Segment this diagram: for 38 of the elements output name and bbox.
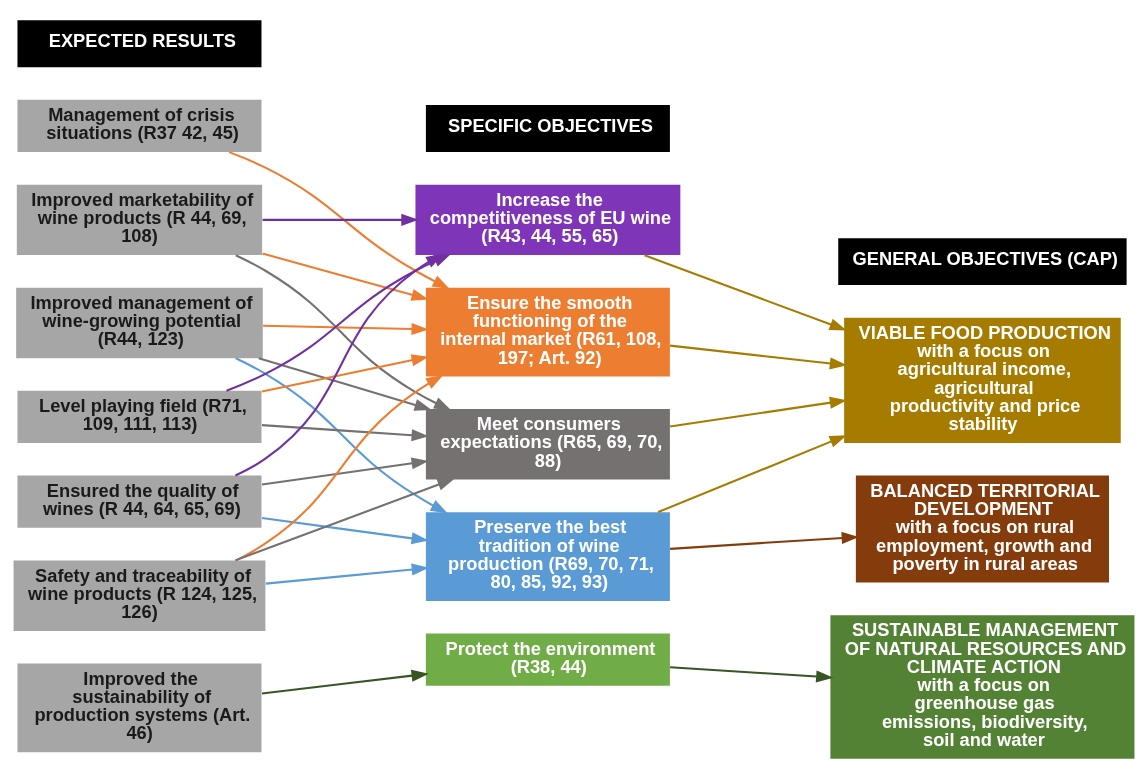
node-box: SUSTAINABLE MANAGEMENT OF NATURAL RESOURCES AND CLIMATE ACTION with a focus on greenhouse gas emissions, biodiversity, soil and water xyxy=(830,614,1135,759)
arrow xyxy=(235,374,444,561)
node-box: Protect the environment (R38, 44) xyxy=(425,633,670,686)
node-box: SPECIFIC OBJECTIVES xyxy=(425,104,670,152)
node-box: Improved management of wine-growing potential (R44, 123) xyxy=(16,287,263,358)
arrow xyxy=(261,423,429,441)
node-box: Safety and traceability of wine products (R 124, 125, 126) xyxy=(13,559,266,631)
arrow xyxy=(670,665,834,683)
arrow xyxy=(669,396,847,427)
arrow xyxy=(262,213,419,226)
node-box: BALANCED TERRITORIAL DEVELOPMENT with a focus on rural employment, growth and poverty in rural areas xyxy=(855,475,1109,583)
node-box: VIABLE FOOD PRODUCTION with a focus on agricultural income, agricultural productivity and price stability xyxy=(844,317,1121,443)
arrow xyxy=(261,353,429,393)
node-box: Level playing field (R71, 109, 111, 113) xyxy=(17,390,262,443)
node-box: Improved the sustainability of production systems (Art. 46) xyxy=(17,663,262,752)
arrow xyxy=(235,478,455,561)
arrow xyxy=(258,356,432,411)
node-box: Preserve the best tradition of wine production (R69, 70, 71, 80, 85, 92, 93) xyxy=(425,511,670,601)
node-box: Management of crisis situations (R37 42, 45) xyxy=(17,99,262,152)
arrow xyxy=(261,456,429,486)
arrow xyxy=(657,434,847,513)
node-box: EXPECTED RESULTS xyxy=(17,19,262,67)
arrow xyxy=(261,669,429,694)
arrow xyxy=(669,344,848,369)
node-box: Improved marketability of wine products (R 44, 69, 108) xyxy=(16,184,263,255)
node-box: Meet consumers expectations (R65, 69, 70, 88) xyxy=(425,408,670,480)
arrow xyxy=(235,253,444,476)
arrow xyxy=(670,531,859,550)
arrow xyxy=(262,252,429,301)
node-box: Ensured the quality of wines (R 44, 64, 65, 69) xyxy=(17,475,262,528)
arrow xyxy=(644,253,847,330)
arrow xyxy=(235,356,448,514)
node-box: GENERAL OBJECTIVES (CAP) xyxy=(838,237,1127,285)
node-box: Increase the competitiveness of EU wine (R43, 44, 55, 65) xyxy=(415,184,681,255)
arrow xyxy=(261,516,429,544)
arrow xyxy=(263,322,429,335)
node-box: Ensure the smooth functioning of the internal market (R61, 108, 197; Art. 92) xyxy=(425,287,670,376)
arrow xyxy=(265,563,429,585)
